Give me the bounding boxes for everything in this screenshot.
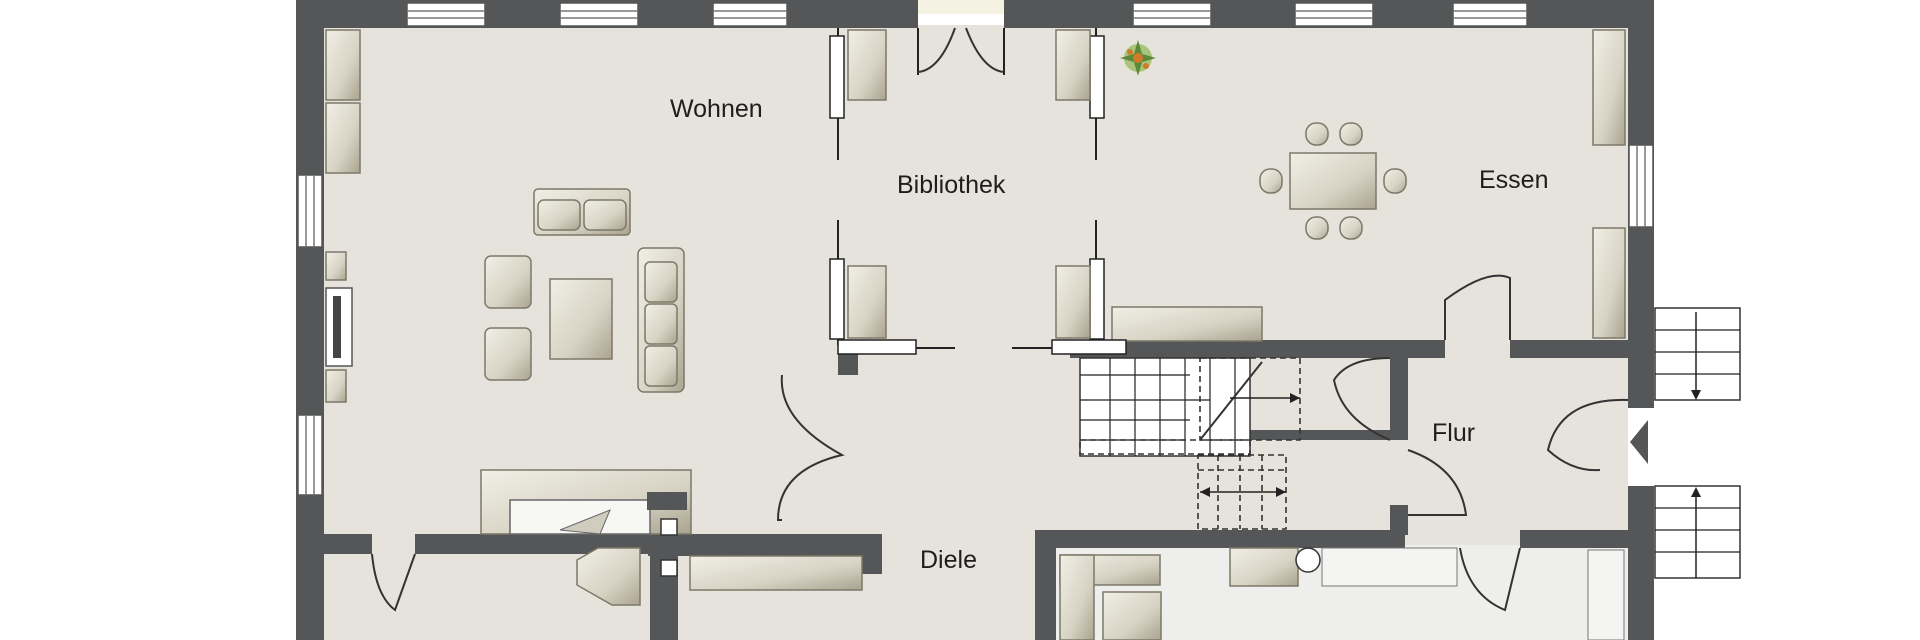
- armchair: [484, 255, 532, 309]
- exterior-stairs: [1654, 307, 1741, 579]
- window-icon: [1628, 144, 1654, 228]
- diele-bench: [689, 555, 863, 591]
- door-swing-icon: [776, 374, 845, 521]
- window-icon: [297, 414, 323, 496]
- entrance-arrow-icon: [1628, 408, 1654, 486]
- room-label-wohnen: Wohnen: [670, 95, 763, 123]
- coffee-table: [549, 278, 613, 360]
- window-icon: [712, 2, 788, 27]
- door-swing-icon: [1407, 449, 1468, 516]
- window-icon: [1132, 2, 1212, 27]
- door-swing-icon: [1459, 547, 1521, 612]
- room-labels: Wohnen Bibliothek Essen Flur Diele: [670, 95, 1548, 574]
- room-label-diele: Diele: [920, 546, 977, 574]
- kitchen: [1059, 547, 1625, 640]
- room-label-essen: Essen: [1479, 166, 1548, 194]
- sink: [1295, 547, 1321, 573]
- dining-table: [1259, 122, 1407, 240]
- window-icon: [559, 2, 639, 27]
- stair-arrow-icon: [1200, 487, 1286, 497]
- wall-cabinets: [325, 29, 1626, 403]
- room-label-bibliothek: Bibliothek: [897, 171, 1006, 199]
- door-swing-icon: [1546, 398, 1629, 472]
- windows-side: [297, 144, 1654, 496]
- library-shelves: [829, 28, 1127, 355]
- window-icon: [1294, 2, 1374, 27]
- interior-walls: [324, 340, 1630, 640]
- armchair: [484, 327, 532, 381]
- window-icon: [1452, 2, 1528, 27]
- plant-icon: [1120, 40, 1156, 76]
- interior-staircase: [1079, 357, 1301, 530]
- terrace-opening: [918, 0, 1004, 14]
- corner-unit: [576, 547, 641, 606]
- stair-arrow-icon: [1691, 312, 1701, 400]
- stair-arrow-icon: [1230, 393, 1300, 403]
- window-icon: [406, 2, 486, 27]
- door-swing-icon: [1332, 357, 1391, 441]
- terrace-double-door[interactable]: [917, 27, 1005, 75]
- room-label-flur: Flur: [1432, 419, 1475, 447]
- window-icon: [297, 174, 323, 248]
- wohnen-lower-door[interactable]: [371, 553, 416, 612]
- doors[interactable]: [776, 274, 1629, 612]
- living-furniture: [484, 188, 685, 393]
- windows-top: [406, 2, 1528, 27]
- door-swing-icon: [1444, 274, 1511, 340]
- stair-arrow-icon: [1691, 487, 1701, 578]
